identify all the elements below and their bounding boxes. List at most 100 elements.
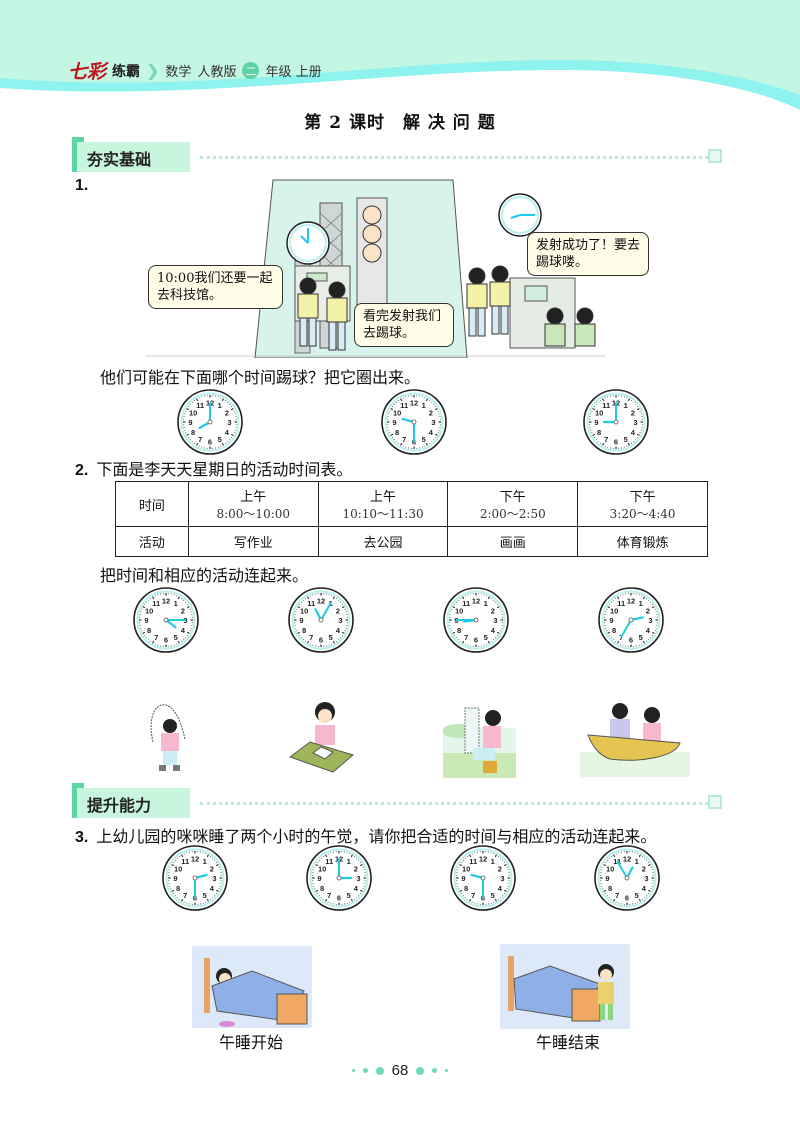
svg-text:9: 9 [188, 418, 192, 427]
activity-cell: 体育锻炼 [577, 526, 708, 557]
svg-text:11: 11 [617, 599, 625, 608]
svg-text:7: 7 [464, 633, 468, 642]
svg-text:2: 2 [429, 408, 433, 417]
svg-text:4: 4 [225, 428, 230, 437]
svg-text:3: 3 [338, 616, 342, 625]
svg-text:9: 9 [144, 616, 148, 625]
svg-text:9: 9 [299, 616, 303, 625]
svg-text:9: 9 [594, 418, 598, 427]
section-divider [200, 802, 708, 805]
boating-picture[interactable] [580, 697, 690, 777]
decor-dot [351, 1069, 355, 1072]
svg-text:2: 2 [491, 606, 495, 615]
svg-text:5: 5 [174, 633, 178, 642]
grade-badge: 二 [242, 62, 260, 79]
svg-text:5: 5 [218, 435, 222, 444]
svg-text:7: 7 [604, 435, 608, 444]
svg-text:5: 5 [635, 891, 639, 900]
svg-text:3: 3 [493, 616, 497, 625]
question-number: 2. [75, 462, 89, 479]
page-number: 68 [391, 1062, 409, 1079]
svg-text:9: 9 [609, 616, 613, 625]
grade-text: 年级 上册 [265, 65, 322, 80]
activity-cell: 去公园 [317, 526, 449, 557]
section-divider-end [708, 795, 722, 809]
svg-text:3: 3 [633, 418, 637, 427]
homework-picture[interactable] [285, 697, 355, 775]
svg-text:4: 4 [336, 626, 341, 635]
svg-text:1: 1 [174, 599, 178, 608]
svg-text:10: 10 [462, 864, 470, 873]
section-divider [200, 156, 708, 159]
question-3-header: 3. 上幼儿园的咪咪睡了两个小时的午觉，请你把合适的时间与相应的活动连起来。 [75, 823, 656, 847]
svg-text:5: 5 [347, 891, 351, 900]
svg-text:8: 8 [395, 428, 399, 437]
brand-logo: 七彩 [68, 61, 107, 83]
svg-text:12: 12 [410, 399, 418, 408]
decor-dot [362, 1068, 368, 1073]
scene-clock-right [498, 193, 542, 237]
speech-bubble-launch-success: 发射成功了！要去踢球喽。 [527, 232, 649, 276]
nap-start-picture[interactable] [192, 946, 312, 1028]
question-text: 下面是李天天星期日的活动时间表。 [96, 460, 353, 479]
svg-text:1: 1 [635, 857, 639, 866]
svg-text:8: 8 [457, 626, 461, 635]
svg-text:11: 11 [307, 599, 315, 608]
svg-text:8: 8 [191, 428, 195, 437]
row-header-activity: 活动 [115, 526, 189, 557]
svg-text:5: 5 [491, 891, 495, 900]
page-footer: 68 [0, 1062, 800, 1079]
svg-text:12: 12 [317, 597, 325, 606]
subject: 数学 [165, 65, 192, 80]
activity-cell: 画画 [447, 526, 579, 557]
svg-text:11: 11 [469, 857, 477, 866]
svg-text:4: 4 [210, 884, 215, 893]
svg-text:4: 4 [631, 428, 636, 437]
svg-text:10: 10 [455, 606, 463, 615]
speech-bubble-museum: 10:00我们还要一起去科技馆。 [148, 265, 283, 309]
drawing-picture[interactable] [443, 703, 516, 778]
svg-text:5: 5 [639, 633, 643, 642]
svg-text:6: 6 [164, 636, 168, 645]
svg-text:6: 6 [629, 636, 633, 645]
svg-text:8: 8 [320, 884, 324, 893]
svg-text:3: 3 [648, 616, 652, 625]
svg-text:1: 1 [422, 401, 426, 410]
svg-text:10: 10 [318, 864, 326, 873]
edition: 人教版 [197, 65, 237, 80]
scene-clock-left [286, 221, 330, 265]
svg-text:2: 2 [498, 864, 502, 873]
decor-dot [445, 1069, 449, 1072]
decor-dot [432, 1068, 438, 1073]
svg-text:2: 2 [210, 864, 214, 873]
svg-text:11: 11 [152, 599, 160, 608]
svg-text:11: 11 [602, 401, 610, 410]
nap-end-picture[interactable] [500, 944, 630, 1029]
jump-rope-picture[interactable] [145, 690, 197, 778]
svg-text:1: 1 [484, 599, 488, 608]
svg-text:4: 4 [354, 884, 359, 893]
svg-text:3: 3 [212, 874, 216, 883]
brand-name: 练霸 [112, 63, 141, 80]
svg-text:7: 7 [327, 891, 331, 900]
svg-text:6: 6 [474, 636, 478, 645]
